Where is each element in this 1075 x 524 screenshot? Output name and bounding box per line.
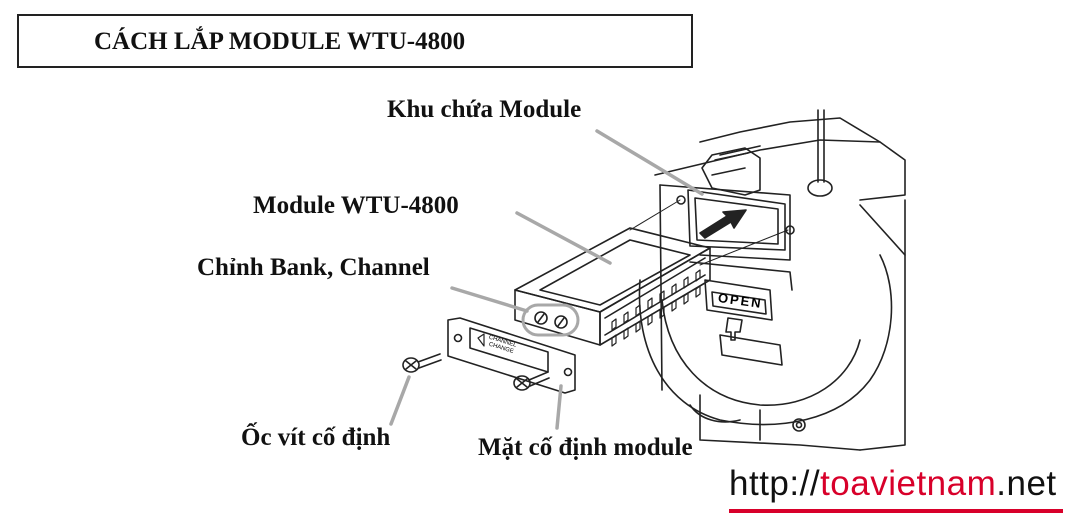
watermark-brand: toavietnam — [820, 464, 997, 503]
channel-switch-icon — [554, 315, 568, 329]
watermark-suffix: .net — [996, 464, 1057, 503]
watermark-prefix: http:// — [729, 464, 821, 503]
label-screw: Ốc vít cố định — [241, 424, 391, 451]
receiver-unit — [638, 109, 906, 451]
screw-left-icon — [402, 353, 442, 373]
watermark-underline — [729, 509, 1063, 513]
open-label: OPEN — [717, 290, 763, 311]
leader-module-bay — [595, 129, 704, 196]
label-module: Module WTU-4800 — [253, 192, 459, 219]
bank-switch-icon — [534, 311, 548, 325]
open-door — [704, 279, 773, 321]
leader-module — [515, 211, 612, 265]
label-bank-channel: Chỉnh Bank, Channel — [197, 254, 430, 281]
face-plate — [447, 317, 576, 394]
module-wtu-4800 — [514, 227, 711, 347]
leader-bank-channel — [450, 286, 529, 313]
screw-right-icon — [513, 371, 550, 391]
open-arrow-icon — [725, 317, 743, 341]
module-bay-slot — [687, 189, 786, 251]
receiver-drum — [638, 254, 893, 426]
label-face-plate: Mặt cố định module — [478, 434, 693, 461]
insert-arrow-icon — [699, 209, 747, 239]
label-module-bay: Khu chứa Module — [387, 96, 582, 123]
leader-screw — [389, 375, 411, 426]
bank-channel-highlight — [521, 303, 580, 337]
title-box: CÁCH LẮP MODULE WTU-4800 — [17, 14, 693, 68]
antenna-base — [807, 179, 833, 197]
page-title: CÁCH LẮP MODULE WTU-4800 — [94, 28, 466, 55]
watermark-url: http://toavietnam.net — [729, 464, 1057, 504]
leader-face-plate — [555, 384, 563, 430]
